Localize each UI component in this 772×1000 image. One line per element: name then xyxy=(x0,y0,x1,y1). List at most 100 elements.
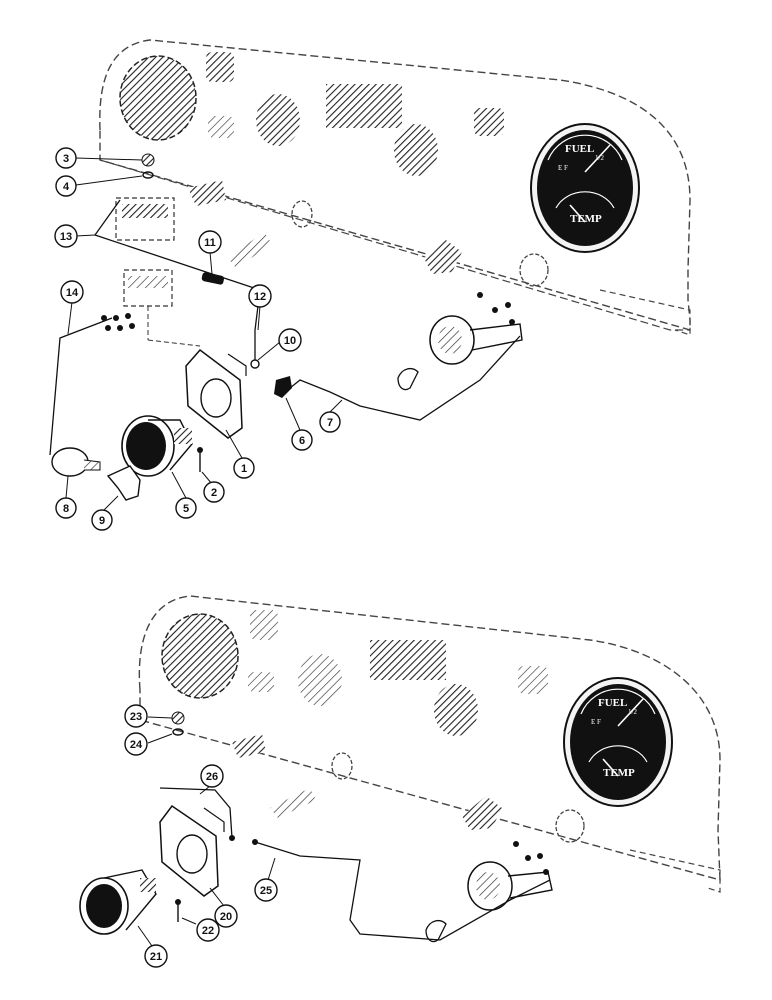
upper-radio-slot xyxy=(326,84,402,128)
terminal-6 xyxy=(274,376,292,398)
upper-empty-full-label: E F xyxy=(558,164,568,172)
callout-24-label: 24 xyxy=(130,739,143,751)
callout-10-label: 10 xyxy=(284,335,296,347)
upper-panel-bracket xyxy=(599,289,691,336)
callout-5-label: 5 xyxy=(183,503,189,515)
lower-knob-2 xyxy=(270,788,316,818)
lower-indicator-light-2 xyxy=(518,666,548,694)
upper-fuel-temp-gauge: FUEL 1/2 E F TEMP xyxy=(530,123,640,253)
upper-panel-lower-edge xyxy=(99,159,690,331)
callout-23: 23 xyxy=(124,704,148,728)
callout-26: 26 xyxy=(200,764,224,788)
upper-knob-5 xyxy=(519,253,549,287)
lower-knob-5 xyxy=(555,809,585,843)
wire-25-terminal xyxy=(252,839,258,845)
upper-gauge-small-1 xyxy=(256,94,300,146)
wire-14 xyxy=(49,317,113,456)
wire-25 xyxy=(254,841,551,941)
lower-panel-bracket xyxy=(629,849,721,893)
callout-13-label: 13 xyxy=(60,231,72,243)
lower-empty-full-label: E F xyxy=(591,718,601,726)
callout-8-label: 8 xyxy=(63,503,69,515)
upper-knob-4 xyxy=(424,240,462,274)
lower-switch-assembly xyxy=(425,841,553,943)
callout-24: 24 xyxy=(124,732,148,756)
upper-knob-1 xyxy=(188,180,226,206)
lower-knob-3 xyxy=(331,752,353,780)
elbow-fitting-9 xyxy=(106,465,141,501)
oil-pressure-gauge-5 xyxy=(121,415,193,477)
callout-2: 2 xyxy=(203,481,225,503)
lower-radio-slot xyxy=(370,640,446,680)
upper-fraction-label: 1/2 xyxy=(595,154,604,162)
callout-5: 5 xyxy=(175,497,197,519)
callout-20-label: 20 xyxy=(220,911,232,923)
callout-4-label: 4 xyxy=(63,181,70,193)
upper-fuel-label: FUEL xyxy=(565,143,594,155)
lower-fuel-temp-gauge: FUEL 1/2 E F TEMP xyxy=(563,677,673,807)
callout-3-label: 3 xyxy=(63,153,69,165)
lower-fraction-label: 1/2 xyxy=(628,708,637,716)
upper-speedometer-outline xyxy=(119,55,197,141)
upper-panel-outline xyxy=(99,39,691,331)
lower-switch-1 xyxy=(248,672,274,692)
upper-gauge-small-2 xyxy=(394,124,438,176)
callout-14-label: 14 xyxy=(66,287,79,299)
lower-knob-1 xyxy=(232,734,266,758)
upper-indicator-light-2 xyxy=(474,108,504,136)
callout-1-label: 1 xyxy=(241,463,247,475)
upper-switch-1 xyxy=(208,116,234,138)
lower-temp-label: TEMP xyxy=(603,767,635,779)
callout-12-label: 12 xyxy=(254,291,266,303)
wire-26-terminal xyxy=(229,835,235,841)
callout-1: 1 xyxy=(233,457,255,479)
lower-gauge-small-2 xyxy=(434,684,478,736)
callout-2-label: 2 xyxy=(211,487,217,499)
wire-13 xyxy=(93,199,261,360)
nut-3 xyxy=(141,153,155,167)
callout-22-label: 22 xyxy=(202,925,214,937)
lower-gauge-small-1 xyxy=(298,654,342,706)
gauge-21 xyxy=(79,869,157,935)
callout-25: 25 xyxy=(254,878,278,902)
callout-7: 7 xyxy=(319,411,341,433)
callout-26-label: 26 xyxy=(206,771,218,783)
lower-speedometer-outline xyxy=(161,613,239,699)
callout-3: 3 xyxy=(55,147,77,169)
callout-9-label: 9 xyxy=(99,515,105,527)
gauge-bracket-1 xyxy=(185,348,247,439)
clip-10 xyxy=(250,359,260,369)
upper-knob-2 xyxy=(228,232,272,268)
upper-assembly: FUEL 1/2 E F TEMP xyxy=(49,39,691,501)
lower-indicator-light-1 xyxy=(250,610,278,640)
callout-12: 12 xyxy=(248,284,272,308)
upper-knob-3 xyxy=(291,200,313,228)
callout-23-label: 23 xyxy=(130,711,142,723)
callout-22: 22 xyxy=(196,918,220,942)
upper-temp-label: TEMP xyxy=(570,213,602,225)
washer-4 xyxy=(142,171,154,179)
callout-6: 6 xyxy=(291,429,313,451)
callout-9: 9 xyxy=(91,509,113,531)
upper-switch-assembly xyxy=(397,292,523,391)
callout-4: 4 xyxy=(55,175,77,197)
callout-7-label: 7 xyxy=(327,417,333,429)
lower-knob-4 xyxy=(462,796,502,830)
callout-20: 20 xyxy=(214,904,238,928)
callouts: 3 4 13 11 14 12 10 1 2 6 7 5 9 8 23 24 2… xyxy=(54,147,341,968)
callout-8: 8 xyxy=(55,497,77,519)
callout-21: 21 xyxy=(144,944,168,968)
callout-6-label: 6 xyxy=(299,435,305,447)
callout-11: 11 xyxy=(198,230,222,254)
callout-13: 13 xyxy=(54,224,78,248)
callout-10: 10 xyxy=(278,328,302,352)
callout-14: 14 xyxy=(60,280,84,304)
callout-11-label: 11 xyxy=(204,237,216,249)
screw-22 xyxy=(175,899,181,922)
nut-23 xyxy=(171,711,185,725)
wire-26 xyxy=(159,787,233,839)
connector-block-upper xyxy=(115,197,201,347)
callout-21-label: 21 xyxy=(150,951,162,963)
plug-connector-dots xyxy=(101,313,135,331)
gauge-bracket-20 xyxy=(159,804,225,897)
